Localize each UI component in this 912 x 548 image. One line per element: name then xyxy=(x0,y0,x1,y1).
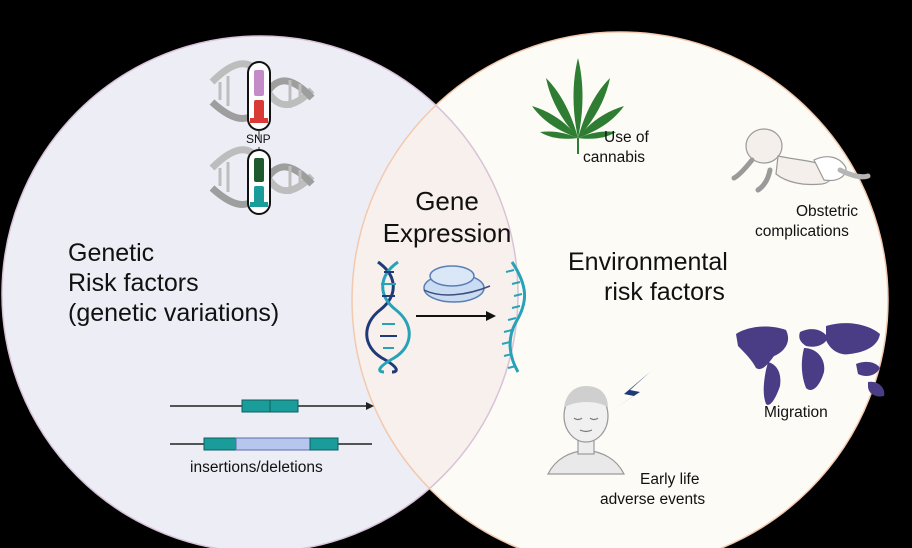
cannabis-label-line-2: cannabis xyxy=(583,149,646,166)
indel-label: insertions/deletions xyxy=(190,459,323,476)
snp-label: SNP xyxy=(246,132,271,146)
dna-helix-snp-bottom-icon xyxy=(209,146,315,215)
ribosome-icon xyxy=(423,265,491,303)
right-circle-outline xyxy=(351,31,889,548)
transcription-arrow xyxy=(416,311,496,321)
obstetric-label-line-2: complications xyxy=(755,223,849,240)
dna-double-helix-icon xyxy=(365,260,411,374)
cannabis-label-line-1: Use of xyxy=(604,129,649,146)
lightning-bolt-icon xyxy=(612,372,650,410)
genetic-title-line-2: Risk factors xyxy=(68,269,199,297)
baby-icon xyxy=(731,128,871,193)
cannabis-leaf-icon xyxy=(532,58,624,154)
child-face-icon xyxy=(547,386,625,475)
adverse-label-line-1: Early life xyxy=(640,471,700,488)
genetic-title-line-3: (genetic variations) xyxy=(68,299,280,327)
environmental-title-line-1: Environmental xyxy=(568,248,728,276)
adverse-label-line-2: adverse events xyxy=(600,491,706,508)
genetic-title-line-1: Genetic xyxy=(68,239,155,267)
obstetric-label-line-1: Obstetric xyxy=(796,203,859,220)
environmental-title-line-2: risk factors xyxy=(604,278,725,306)
gene-expression-line-2: Expression xyxy=(382,218,512,248)
migration-label: Migration xyxy=(764,404,828,421)
world-map-icon xyxy=(736,323,885,405)
gene-expression-line-1: Gene xyxy=(415,186,479,216)
mrna-strand-icon xyxy=(501,261,527,373)
dna-helix-snp-top-icon xyxy=(209,60,315,140)
indel-schematic-icon xyxy=(170,399,374,451)
